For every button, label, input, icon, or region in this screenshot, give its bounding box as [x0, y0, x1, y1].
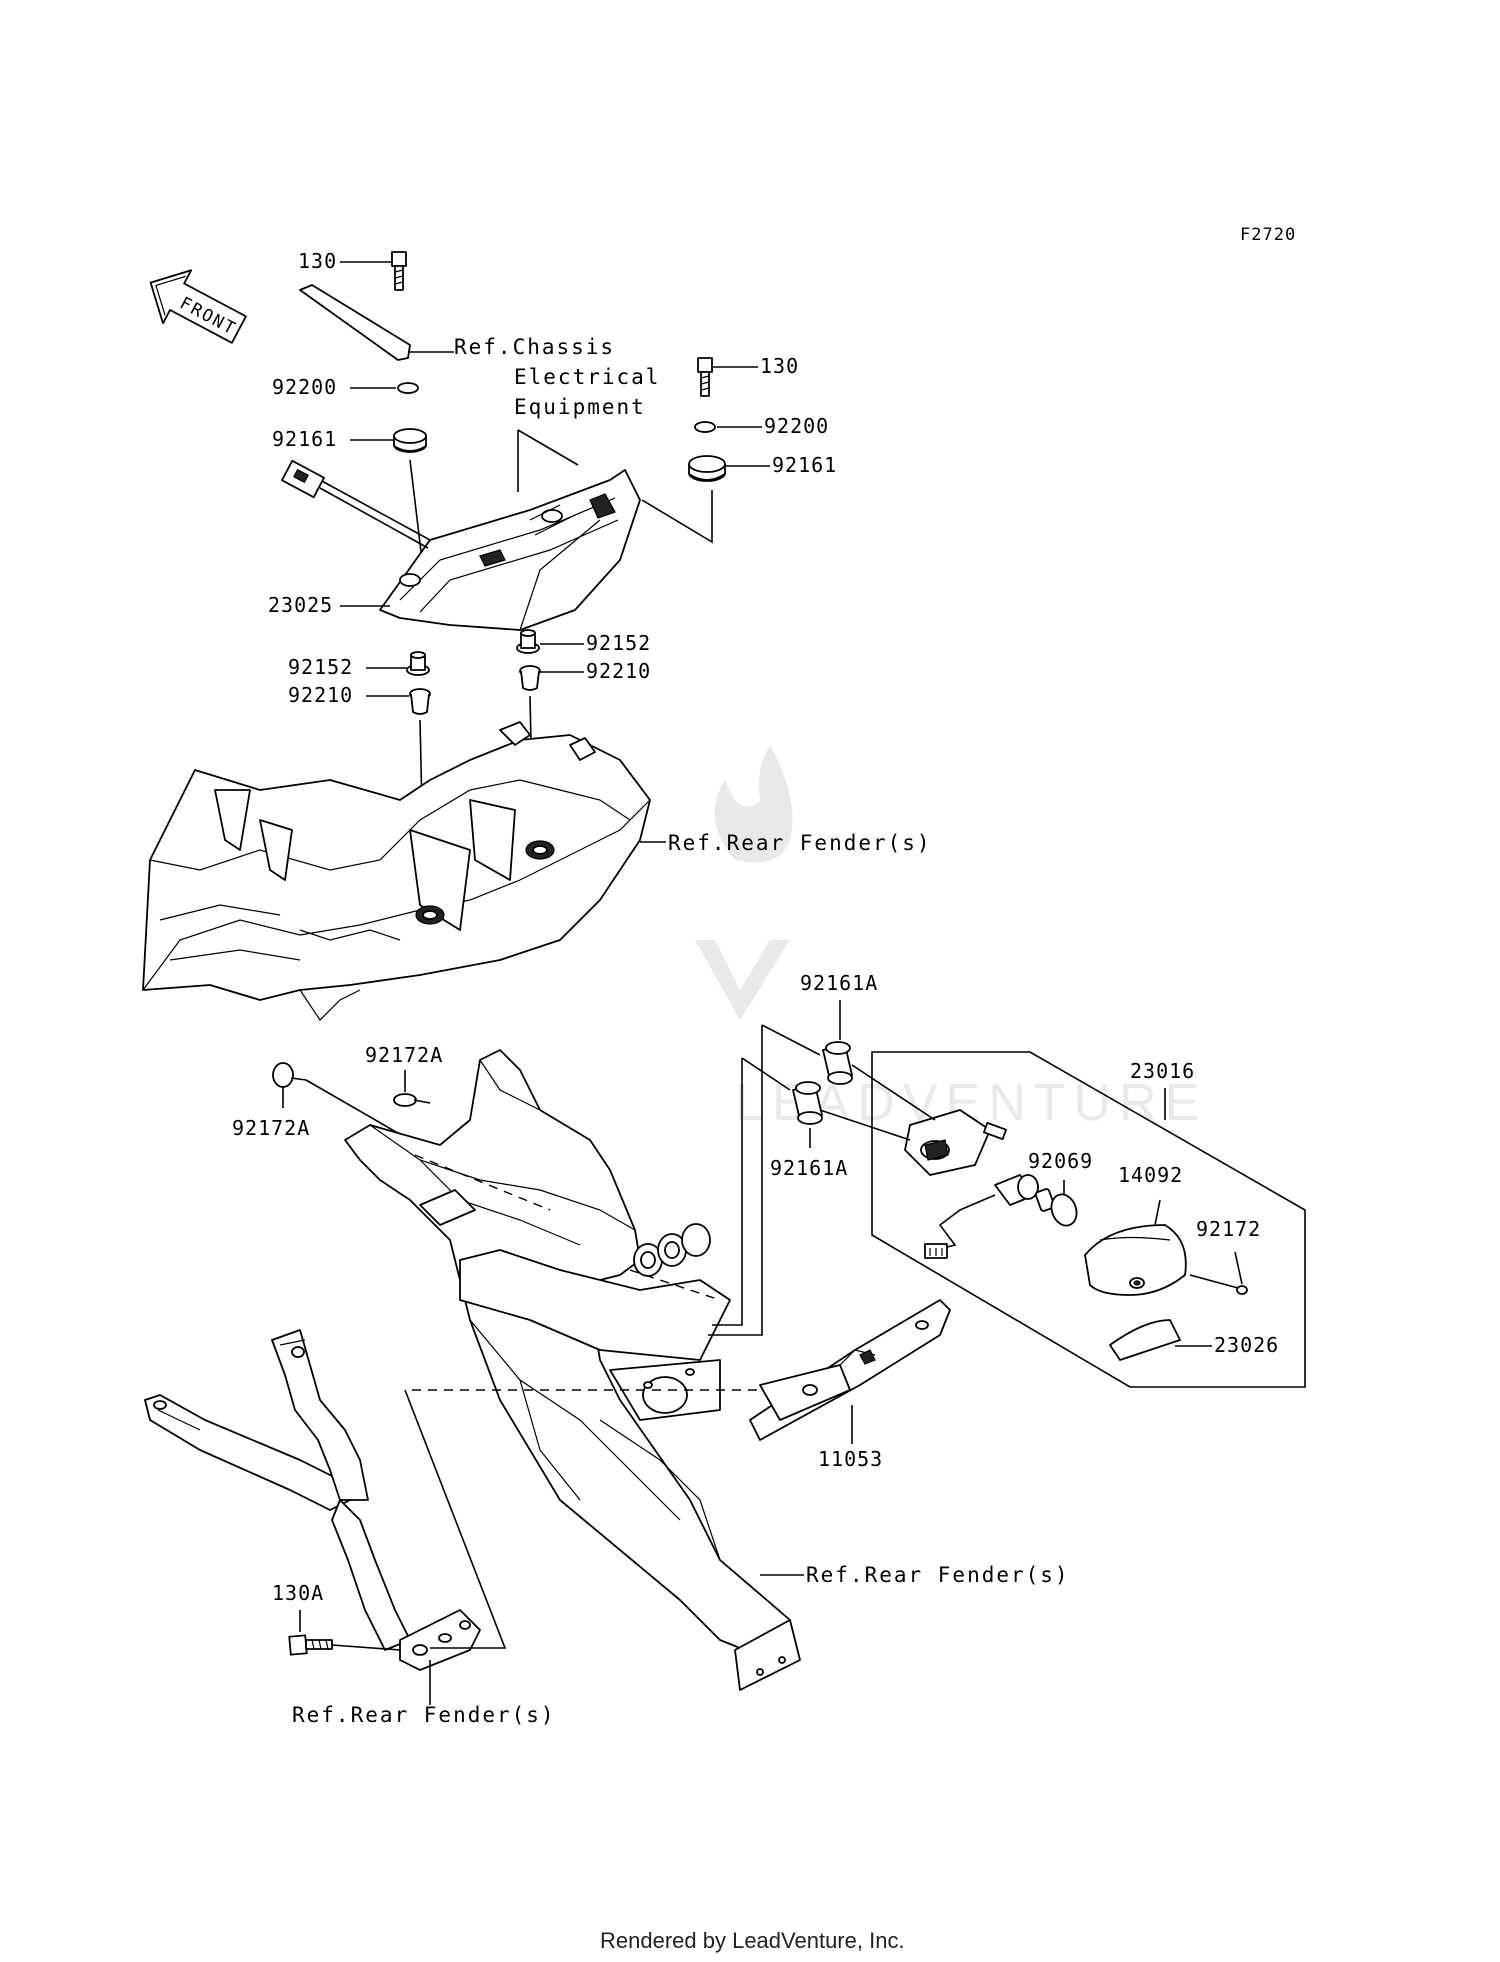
label-92161-right: 92161: [772, 453, 837, 477]
label-92161A-upper: 92161A: [800, 971, 878, 995]
ground-strap: [299, 284, 411, 361]
screw-92172: [1189, 1274, 1248, 1295]
label-92210-right: 92210: [586, 659, 651, 683]
tail-light-23025: [281, 459, 641, 631]
label-92200-left: 92200: [272, 375, 337, 399]
label-11053: 11053: [818, 1447, 883, 1471]
label-92172A-upper: 92172A: [365, 1043, 443, 1067]
ref-chassis-line2: Electrical: [514, 365, 660, 389]
ref-chassis-line1: Ref.Chassis: [454, 335, 615, 359]
grommet-92161A-upper: [822, 1041, 853, 1085]
rear-fender-ref: [142, 721, 651, 1021]
label-92069: 92069: [1028, 1149, 1093, 1173]
label-130-left: 130: [298, 249, 337, 273]
bolt-130A: [288, 1634, 333, 1656]
collar-92152-right: [516, 629, 540, 654]
label-23016: 23016: [1130, 1059, 1195, 1083]
bushing-92210-right: [519, 665, 541, 691]
washer-92200-left: [397, 382, 419, 394]
assembly-bracket-23016: [871, 1051, 1306, 1388]
light-bracket-11053: [749, 1299, 951, 1441]
ref-chassis-line3: Equipment: [514, 395, 646, 419]
socket-wire: [924, 1174, 1039, 1259]
grommet-92161A-lower: [792, 1081, 823, 1125]
bolt-130-left: [391, 251, 407, 291]
ref-rear-fender-middle: Ref.Rear Fender(s): [806, 1563, 1070, 1587]
screw-92172A-left: [272, 1062, 307, 1088]
washer-92200-right: [694, 421, 716, 433]
label-130-right: 130: [760, 354, 799, 378]
label-130A: 130A: [272, 1581, 324, 1605]
license-plate-bracket: [344, 1049, 801, 1691]
grab-rail: [144, 1329, 481, 1671]
bolt-130-right: [697, 357, 713, 397]
diagram-code: F2720: [1240, 225, 1296, 245]
footer-credit: Rendered by LeadVenture, Inc.: [600, 1928, 905, 1953]
lamp-housing: [904, 1109, 1008, 1176]
collar-92152-left: [406, 651, 430, 676]
label-23025: 23025: [268, 593, 333, 617]
label-92161-left: 92161: [272, 427, 337, 451]
label-92210-left: 92210: [288, 683, 353, 707]
label-92152-right: 92152: [586, 631, 651, 655]
label-92161A-lower: 92161A: [770, 1156, 848, 1180]
ref-rear-fender-bottom: Ref.Rear Fender(s): [292, 1703, 556, 1727]
label-92200-right: 92200: [764, 414, 829, 438]
label-92172A-left: 92172A: [232, 1116, 310, 1140]
bushing-92210-left: [409, 688, 431, 715]
front-arrow-icon: FRONT: [149, 269, 247, 344]
label-14092: 14092: [1118, 1163, 1183, 1187]
lens-14092: [1084, 1224, 1187, 1296]
label-23026: 23026: [1214, 1333, 1279, 1357]
grommet-92161-right: [688, 455, 726, 482]
bulb-92069: [1034, 1188, 1078, 1227]
label-92152-left: 92152: [288, 655, 353, 679]
pad-23026: [1109, 1319, 1181, 1361]
grommet-92161-left: [393, 428, 427, 453]
ref-rear-fender-top: Ref.Rear Fender(s): [668, 831, 932, 855]
label-92172: 92172: [1196, 1217, 1261, 1241]
screw-92172A-upper: [393, 1093, 431, 1107]
